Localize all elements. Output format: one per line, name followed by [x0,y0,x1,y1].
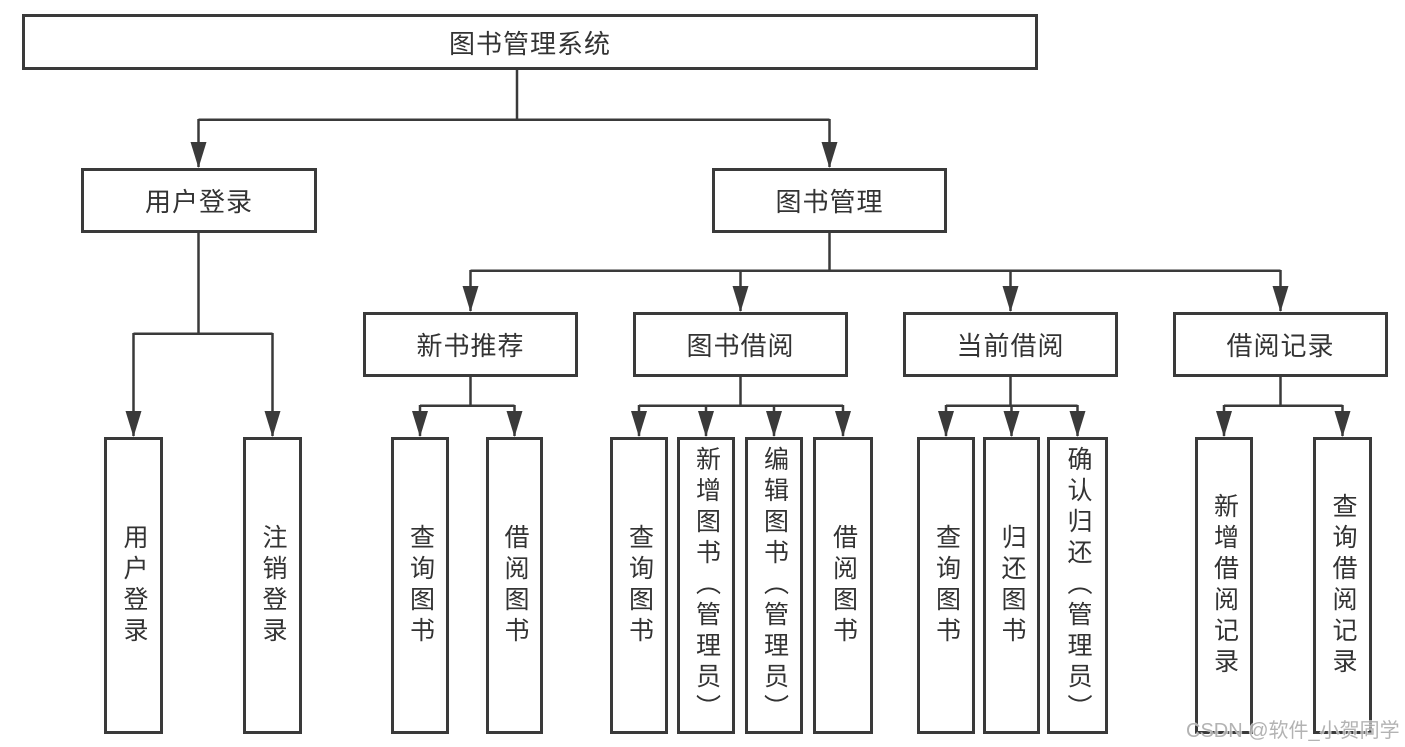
leaf-query-books-borrow: 查询图书 [610,437,668,734]
node-book-management: 图书管理 [712,168,947,233]
node-root-system: 图书管理系统 [22,14,1038,70]
node-book-management-label: 图书管理 [775,187,884,217]
leaf-borrow-books-label: 借阅图书 [829,523,858,648]
leaf-logout-label: 注销登录 [259,523,287,648]
leaf-query-books-current: 查询图书 [917,437,975,734]
node-user-login: 用户登录 [81,168,317,233]
leaf-query-books-recommend: 查询图书 [391,437,449,734]
leaf-borrow-books: 借阅图书 [813,437,873,734]
node-root-system-label: 图书管理系统 [448,28,611,59]
connector-root-branch [190,70,838,168]
node-borrow-records-label: 借阅记录 [1226,331,1335,361]
leaf-confirm-return-admin: 确认归还（管理员） [1047,437,1108,734]
leaf-borrow-books-recommend-label: 借阅图书 [501,523,529,648]
connector-new-book-branch [412,377,523,437]
leaf-query-books-current-label: 查询图书 [932,523,961,648]
csdn-watermark: CSDN @软件_小贺同学 [1186,720,1400,742]
leaf-query-books-recommend-label: 查询图书 [406,523,435,648]
leaf-logout: 注销登录 [243,437,302,734]
leaf-return-books-label: 归还图书 [998,523,1026,648]
connector-book-mgmt-branch [462,233,1289,312]
connector-borrow-records-branch [1216,377,1351,437]
node-book-borrow-label: 图书借阅 [686,331,795,361]
leaf-user-login: 用户登录 [104,437,163,734]
node-new-book-recommend: 新书推荐 [363,312,578,377]
node-current-borrow-label: 当前借阅 [956,331,1065,361]
leaf-edit-books-admin-label: 编辑图书（管理员） [760,446,789,725]
node-new-book-recommend-label: 新书推荐 [416,331,525,361]
leaf-add-borrow-record: 新增借阅记录 [1195,437,1253,734]
connector-current-borrow-branch [938,377,1086,437]
connector-user-login-branch [125,233,281,437]
node-book-borrow: 图书借阅 [633,312,848,377]
leaf-edit-books-admin: 编辑图书（管理员） [745,437,803,734]
leaf-add-books-admin: 新增图书（管理员） [677,437,735,734]
node-current-borrow: 当前借阅 [903,312,1118,377]
leaf-add-borrow-record-label: 新增借阅记录 [1210,492,1239,679]
leaf-query-borrow-record-label: 查询借阅记录 [1329,492,1357,679]
node-user-login-label: 用户登录 [144,187,253,217]
leaf-add-books-admin-label: 新增图书（管理员） [692,446,721,725]
leaf-confirm-return-admin-label: 确认归还（管理员） [1064,446,1092,725]
leaf-return-books: 归还图书 [983,437,1040,734]
leaf-borrow-books-recommend: 借阅图书 [486,437,543,734]
leaf-user-login-label: 用户登录 [120,523,148,648]
node-borrow-records: 借阅记录 [1173,312,1388,377]
connector-book-borrow-branch [631,377,851,437]
leaf-query-borrow-record: 查询借阅记录 [1313,437,1372,734]
leaf-query-books-borrow-label: 查询图书 [625,523,654,648]
